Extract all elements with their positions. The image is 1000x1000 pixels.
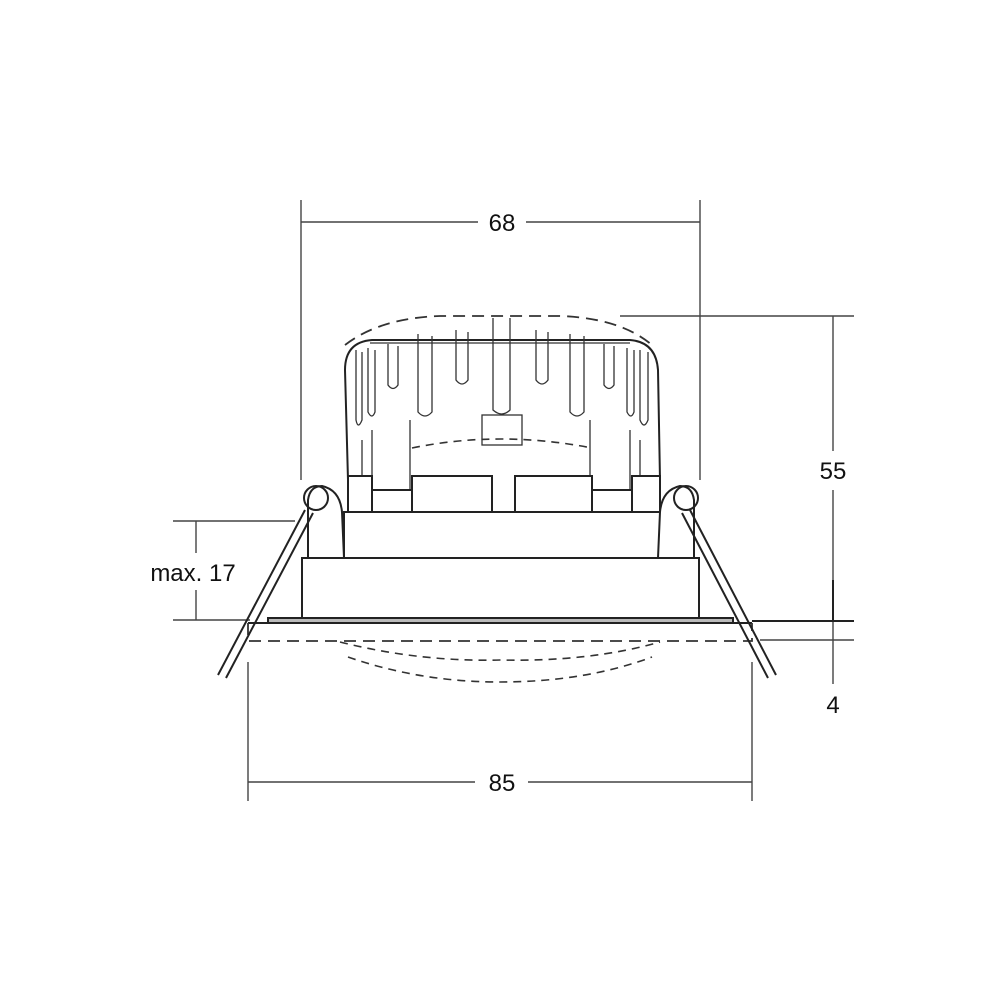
spring-clip-left xyxy=(217,485,329,679)
dimension-bezel-width: 85 xyxy=(247,662,753,801)
base-housing xyxy=(301,557,700,619)
heat-sink xyxy=(343,315,661,512)
lens-outline xyxy=(339,641,661,683)
spring-clip-right xyxy=(673,485,777,679)
cooling-fins xyxy=(355,318,649,426)
driver-blocks xyxy=(347,475,661,514)
mounting-ring xyxy=(343,511,661,559)
clip-housing-right xyxy=(656,484,695,559)
bezel-thickness-label: 4 xyxy=(826,692,839,719)
bezel-trim xyxy=(247,617,753,642)
clip-housing-left xyxy=(307,484,346,559)
overall-height-label: 55 xyxy=(820,458,847,485)
top-width-label: 68 xyxy=(489,210,516,237)
dimension-ceiling-thickness: max. 17 xyxy=(150,520,295,621)
dimension-top-width: 68 xyxy=(300,200,701,480)
bezel-width-label: 85 xyxy=(489,770,516,797)
dimension-bezel-thickness: 4 xyxy=(752,580,854,719)
ceiling-thickness-label: max. 17 xyxy=(150,560,235,587)
